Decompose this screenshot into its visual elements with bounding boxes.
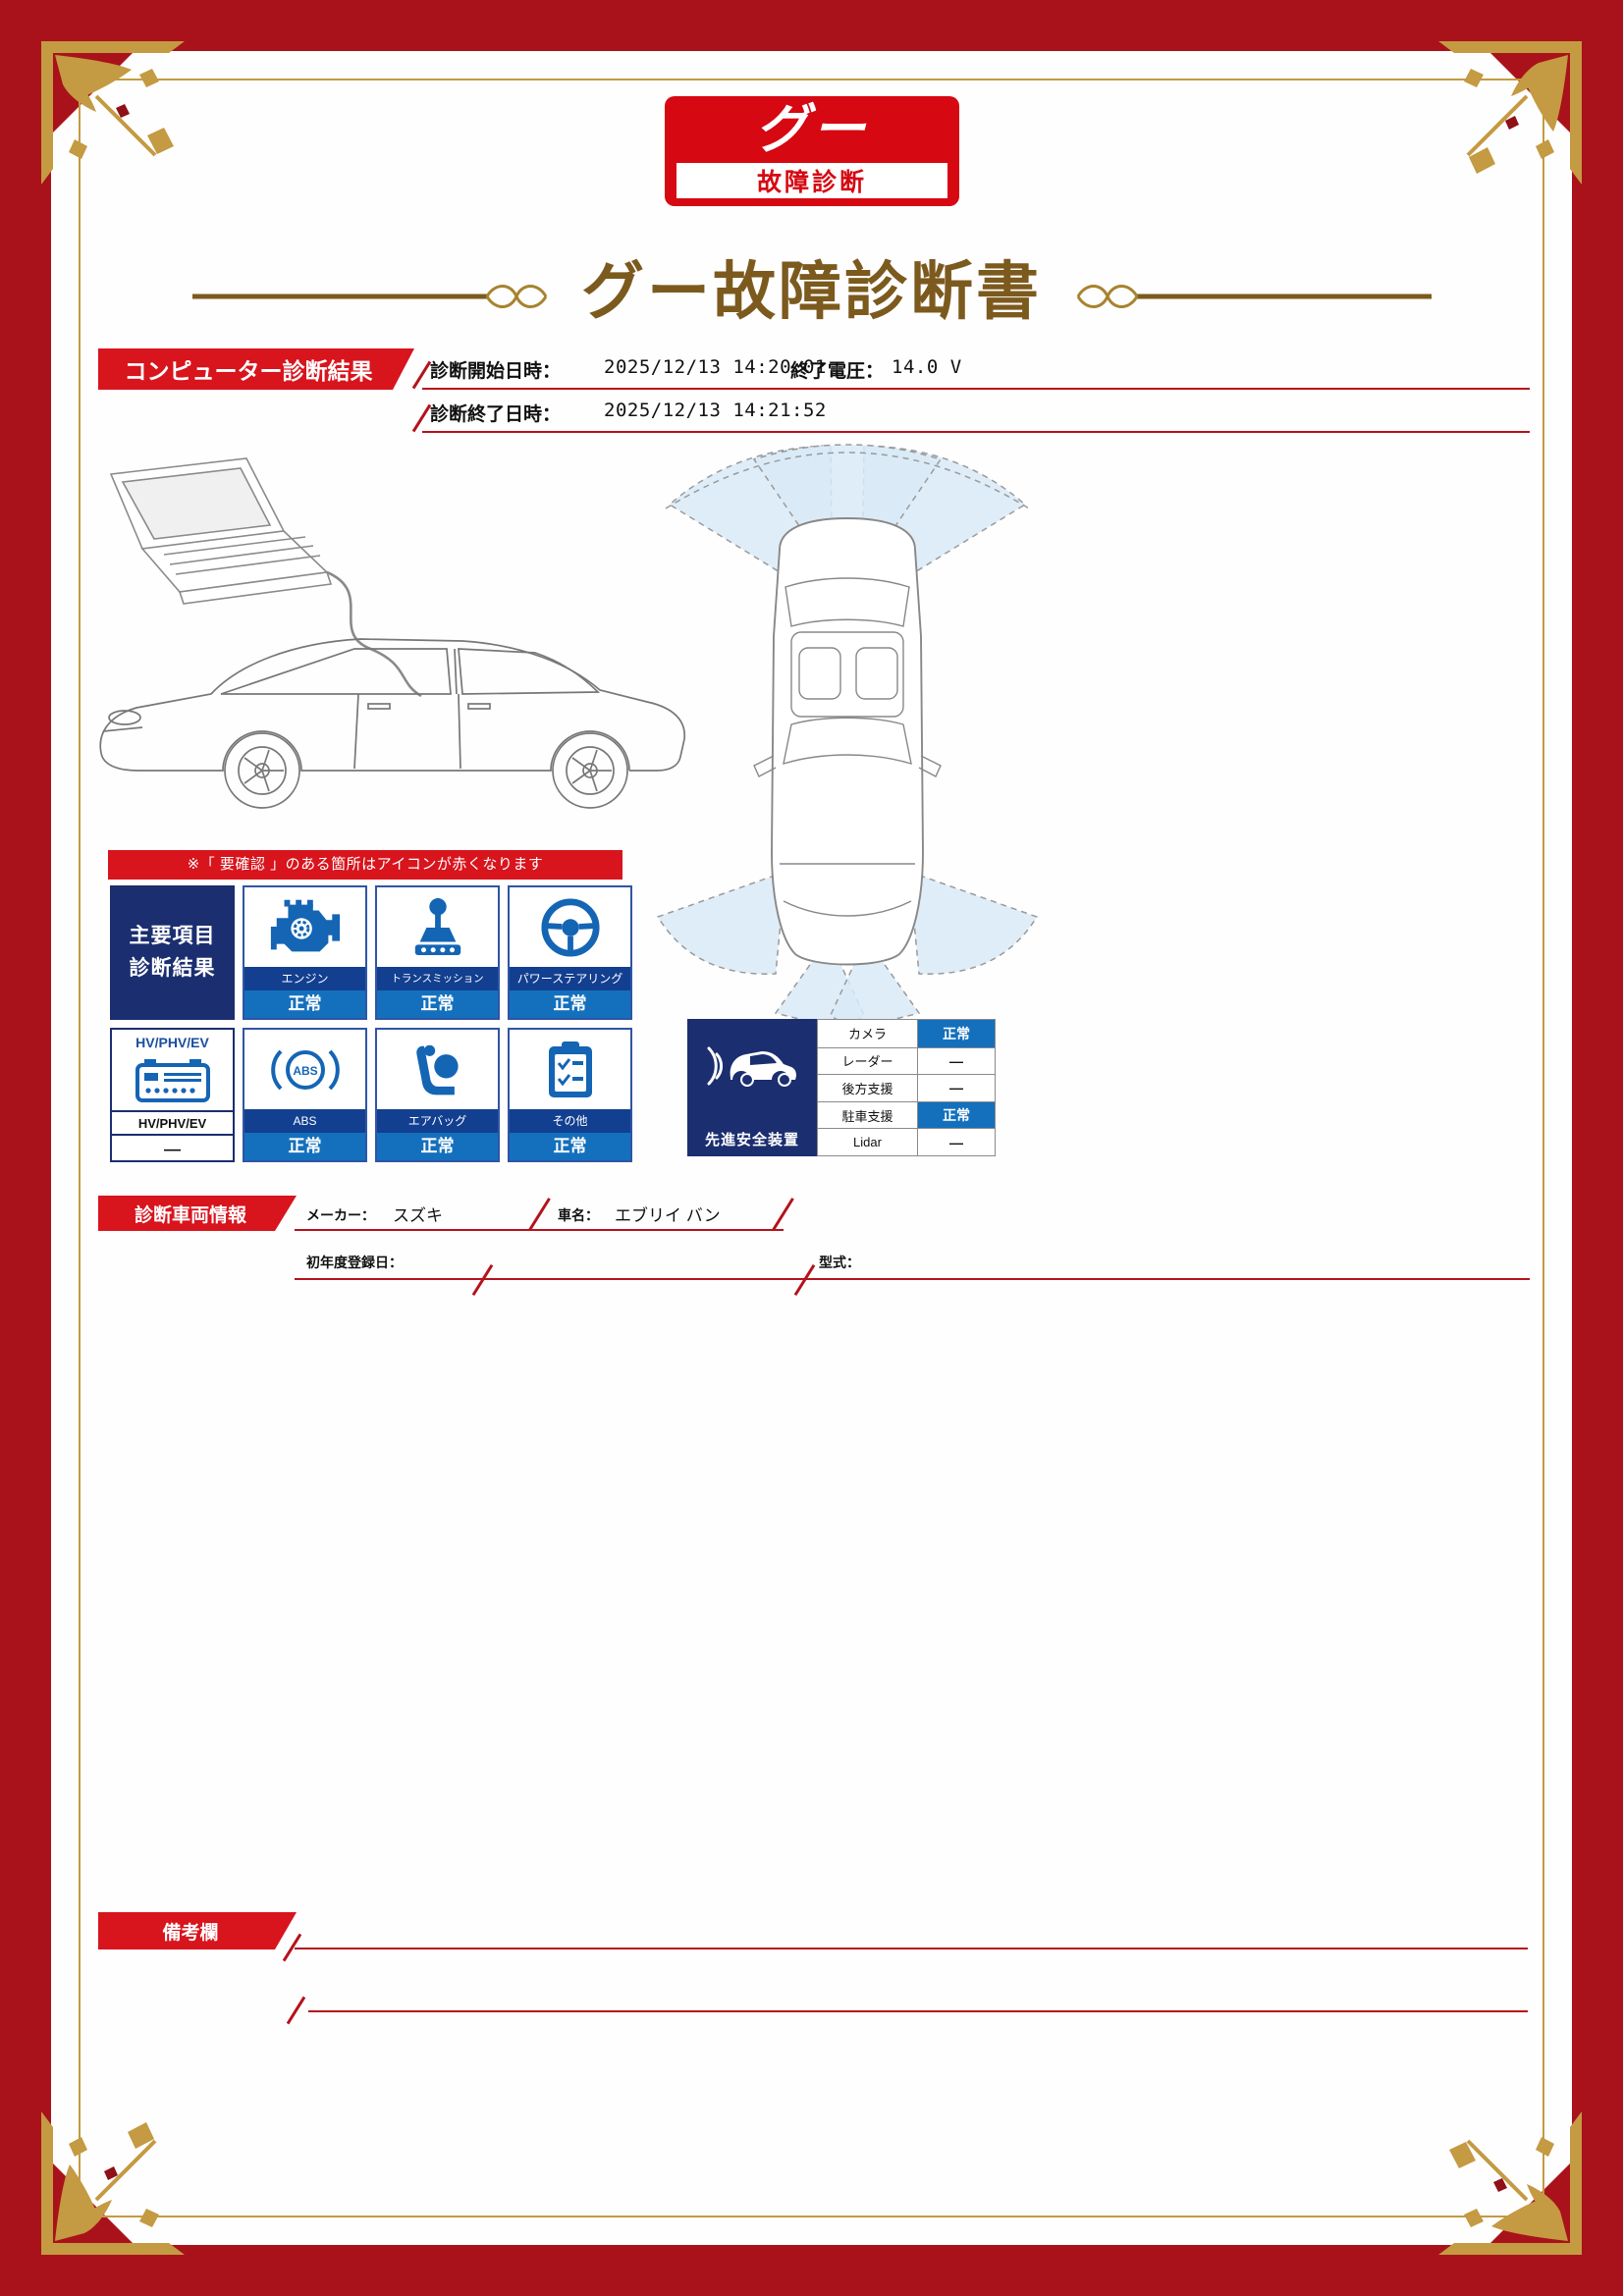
maker-label: メーカー：: [306, 1207, 375, 1223]
result-name: ABS: [244, 1109, 365, 1133]
maker-value: スズキ: [393, 1206, 443, 1225]
result-status: 正常: [510, 1133, 630, 1160]
svg-text:ABS: ABS: [293, 1064, 317, 1078]
form-line: [295, 1948, 1528, 1949]
safety-row: レーダー —: [818, 1046, 995, 1075]
hv-header: HV/PHV/EV: [135, 1035, 209, 1050]
steering-wheel-icon: [540, 897, 600, 957]
page-title: グー故障診断書: [581, 256, 1042, 327]
hv-status: —: [112, 1134, 233, 1160]
result-cell-power-steering: パワーステアリング 正常: [508, 885, 632, 1020]
diagnosis-start-row: 診断開始日時： 2025/12/13 14:20:01 終了電圧： 14.0 V: [422, 348, 1530, 390]
hv-battery-icon: [135, 1058, 210, 1102]
result-name: エアバッグ: [377, 1109, 498, 1133]
title-flourish-icon: [192, 285, 548, 308]
safety-status: 正常: [918, 1101, 995, 1129]
transmission-icon: [414, 897, 460, 955]
end-voltage-value: 14.0 V: [892, 356, 962, 378]
airbag-icon: [415, 1044, 459, 1095]
goo-logo-subtitle: 故障診断: [676, 163, 947, 198]
form-line: [308, 2010, 1528, 2012]
advanced-safety-panel: 先進安全装置: [687, 1019, 817, 1156]
safety-name: Lidar: [818, 1129, 918, 1155]
end-datetime-value: 2025/12/13 14:21:52: [604, 400, 827, 421]
result-status: 正常: [377, 990, 498, 1018]
safety-name: レーダー: [818, 1047, 918, 1075]
safety-status: —: [918, 1129, 995, 1155]
corner-ornament-icon: [1438, 2111, 1582, 2255]
advanced-safety-table: カメラ 正常 レーダー — 後方支援 — 駐車支援 正常 Lidar —: [817, 1019, 996, 1156]
result-name: エンジン: [244, 967, 365, 990]
section-remarks: 備考欄: [98, 1912, 297, 1949]
result-cell-engine: エンジン 正常: [243, 885, 367, 1020]
safety-status: —: [918, 1047, 995, 1075]
start-datetime-label: 診断開始日時：: [430, 361, 562, 382]
result-name: その他: [510, 1109, 630, 1133]
hv-label: HV/PHV/EV: [112, 1110, 233, 1134]
result-cell-abs: ABS ABS 正常: [243, 1028, 367, 1162]
result-status: 正常: [244, 1133, 365, 1160]
safety-row: Lidar —: [818, 1128, 995, 1155]
end-datetime-label: 診断終了日時：: [430, 404, 562, 425]
result-name: パワーステアリング: [510, 967, 630, 990]
corner-ornament-icon: [41, 2111, 185, 2255]
section-computer-diagnosis: コンピューター診断結果: [98, 348, 414, 390]
checklist-icon: [548, 1041, 592, 1097]
goo-logo: グー 故障診断: [665, 96, 959, 206]
engine-icon: [270, 899, 340, 951]
red-icon-notice: ※「 要確認 」のある箇所はアイコンが赤くなります: [108, 850, 622, 880]
start-datetime-value: 2025/12/13 14:20:01: [604, 356, 827, 378]
safety-name: 後方支援: [818, 1075, 918, 1101]
result-status: 正常: [510, 990, 630, 1018]
form-line: [295, 1229, 784, 1231]
model-label: 型式：: [819, 1255, 860, 1270]
corner-ornament-icon: [1438, 41, 1582, 185]
top-view-car-sensors-illustration: [656, 444, 1039, 1019]
form-line: [295, 1278, 1530, 1280]
laptop-car-illustration: [99, 457, 685, 809]
safety-car-icon: [707, 1046, 796, 1087]
result-cell-transmission: トランスミッション 正常: [375, 885, 500, 1020]
diagnosis-end-row: 診断終了日時： 2025/12/13 14:21:52: [422, 392, 1530, 433]
car-name-value: エブリイ バン: [615, 1206, 721, 1225]
advanced-safety-label: 先進安全装置: [704, 1132, 799, 1148]
safety-name: 駐車支援: [818, 1101, 918, 1129]
safety-row: 後方支援 —: [818, 1074, 995, 1101]
car-name-label: 車名：: [558, 1207, 599, 1223]
safety-name: カメラ: [818, 1020, 918, 1047]
result-cell-hv-phv-ev: HV/PHV/EV HV/PHV/EV —: [110, 1028, 235, 1162]
safety-status: —: [918, 1075, 995, 1101]
first-registration-label: 初年度登録日：: [306, 1255, 403, 1270]
result-status: 正常: [244, 990, 365, 1018]
title-flourish-icon: [1076, 285, 1432, 308]
corner-ornament-icon: [41, 41, 185, 185]
result-cell-airbag: エアバッグ 正常: [375, 1028, 500, 1162]
goo-logo-text: グー: [755, 100, 869, 159]
safety-row: カメラ 正常: [818, 1020, 995, 1047]
result-cell-other: その他 正常: [508, 1028, 632, 1162]
abs-icon: ABS: [270, 1049, 340, 1090]
safety-row: 駐車支援 正常: [818, 1100, 995, 1129]
end-voltage-label: 終了電圧：: [790, 361, 885, 382]
panel-title-line2: 診断結果: [129, 956, 216, 980]
result-name: トランスミッション: [377, 967, 498, 990]
main-results-panel-title: 主要項目 診断結果: [110, 885, 235, 1020]
safety-status: 正常: [918, 1020, 995, 1047]
panel-title-line1: 主要項目: [129, 924, 216, 947]
result-status: 正常: [377, 1133, 498, 1160]
section-vehicle-info: 診断車両情報: [98, 1196, 297, 1231]
